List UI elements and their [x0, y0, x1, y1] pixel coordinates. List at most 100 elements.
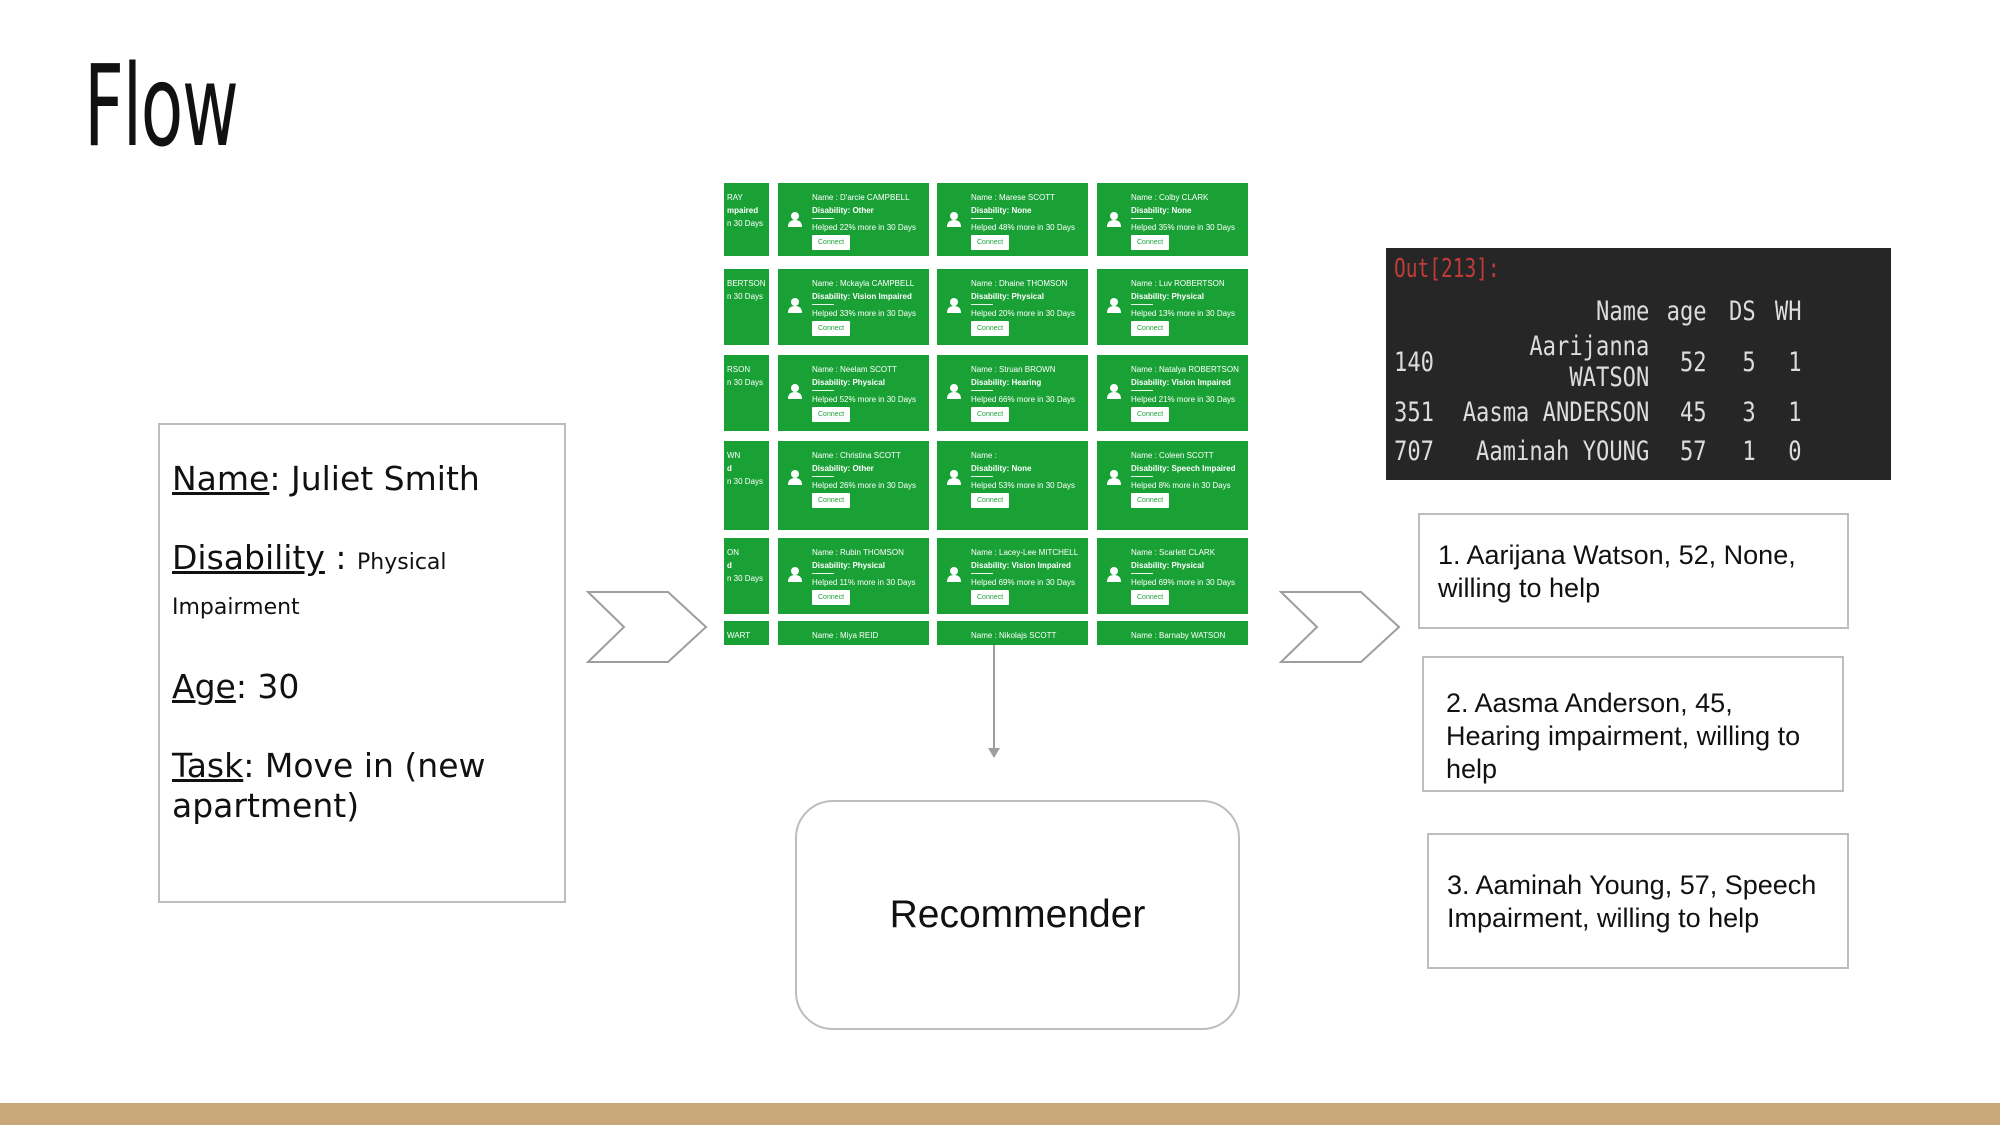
recommendation-item: 3. Aaminah Young, 57, Speech Impairment,… [1427, 833, 1849, 969]
connect-button[interactable]: Connect [971, 493, 1010, 508]
helper-stat: Helped 21% more in 30 Days [1131, 395, 1236, 404]
connect-button[interactable]: Connect [812, 321, 851, 336]
name-value: : Juliet Smith [269, 459, 480, 498]
helper-disability: Disability: Physical [1131, 561, 1204, 570]
user-task-field: Task: Move in (new apartment) [172, 746, 564, 826]
table-cell: 0 [1788, 436, 1802, 467]
helper-name: Name : Rubin THOMSON [812, 548, 904, 557]
name-key: Name [172, 459, 270, 498]
connect-button[interactable]: Connect [1131, 590, 1170, 605]
helper-name: Name : D'arcie CAMPBELL [812, 193, 910, 202]
connect-button[interactable]: Connect [812, 235, 851, 250]
helper-card-text: Name : Nikolajs SCOTT [971, 629, 1056, 642]
helper-name: Name : Coleen SCOTT [1131, 451, 1214, 460]
helper-disability: Disability: Other [812, 206, 874, 215]
helper-stat: Helped 66% more in 30 Days [971, 395, 1076, 404]
column-header [1394, 292, 1437, 331]
divider [1131, 476, 1153, 477]
connect-button[interactable]: Connect [812, 590, 851, 605]
connect-button[interactable]: Connect [1131, 321, 1170, 336]
helper-disability: Disability: None [1131, 206, 1192, 215]
down-arrow-icon [988, 748, 1000, 758]
helper-stat: n 30 Days [727, 574, 764, 583]
helper-card-text: Name : Barnaby WATSON [1131, 629, 1225, 642]
user-avatar-icon [947, 212, 961, 227]
helper-name: Name : Mckayla CAMPBELL [812, 279, 915, 288]
connect-button[interactable]: Connect [1131, 407, 1170, 422]
connect-button[interactable]: Connect [971, 407, 1010, 422]
helper-stat: Helped 11% more in 30 Days [812, 578, 916, 587]
connect-button[interactable]: Connect [1131, 493, 1170, 508]
table-cell: 45 [1679, 397, 1707, 428]
divider [812, 390, 834, 391]
helper-name: Name : Colby CLARK [1131, 193, 1209, 202]
helper-disability: Disability: Physical [1131, 292, 1204, 301]
helper-disability: Disability: Vision Impaired [971, 561, 1071, 570]
output-prompt: Out[213]: [1394, 254, 1500, 284]
connect-button[interactable]: Connect [971, 321, 1010, 336]
disability-separator: : [324, 538, 358, 577]
helper-disability: mpaired [727, 206, 759, 215]
helper-name: Name : Nikolajs SCOTT [971, 631, 1057, 640]
connect-button[interactable]: Connect [971, 235, 1010, 250]
column-header: DS [1729, 296, 1756, 327]
user-avatar-icon [1107, 470, 1121, 485]
table-row: 707 Aaminah YOUNG 57 1 0 [1394, 432, 1802, 471]
connect-button[interactable]: Connect [812, 493, 851, 508]
connect-button[interactable]: Connect [971, 590, 1010, 605]
helper-name: Name : Neelam SCOTT [812, 365, 897, 374]
chevron-arrow-icon [1279, 591, 1401, 663]
user-avatar-icon [788, 470, 802, 485]
table-cell: Aarijanna WATSON [1529, 331, 1650, 393]
helper-name: Name : [971, 451, 997, 460]
divider [971, 573, 993, 574]
divider [812, 304, 834, 305]
user-avatar-icon [1107, 212, 1121, 227]
table-header-row: Name age DS WH [1394, 292, 1802, 331]
table-cell: 140 [1394, 346, 1435, 378]
table-cell: Aasma ANDERSON [1462, 397, 1650, 428]
user-avatar-icon [947, 470, 961, 485]
helper-name: WART [727, 631, 751, 640]
helper-stat: Helped 20% more in 30 Days [971, 309, 1076, 318]
connect-button[interactable]: Connect [1131, 235, 1170, 250]
recommendation-item: 2. Aasma Anderson, 45, Hearing impairmen… [1422, 656, 1844, 792]
user-name-field: Name: Juliet Smith [172, 459, 564, 499]
table-cell: 1 [1788, 397, 1802, 428]
helper-disability: Disability: Hearing [971, 378, 1042, 387]
divider [1131, 573, 1153, 574]
helper-stat: Helped 35% more in 30 Days [1131, 223, 1236, 232]
disability-value: Physical Impairment [172, 550, 447, 620]
helper-card: Name : D'arcie CAMPBELL Disability: Other… [778, 183, 929, 256]
divider [812, 476, 834, 477]
helper-disability: Disability: None [971, 464, 1032, 473]
helper-name: BERTSON [727, 279, 766, 288]
connect-button[interactable]: Connect [812, 407, 851, 422]
helper-stat: n 30 Days [727, 378, 764, 387]
helper-stat: Helped 69% more in 30 Days [1131, 578, 1236, 587]
table-cell: 5 [1742, 346, 1756, 378]
